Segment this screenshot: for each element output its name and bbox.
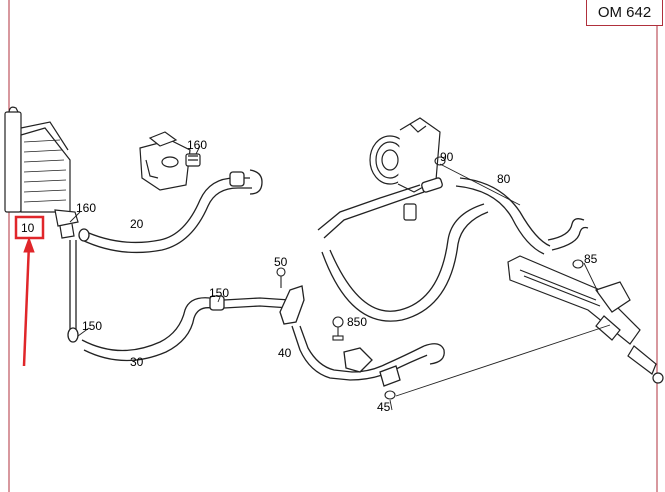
model-code-tag: OM 642	[586, 0, 663, 26]
leader-lines	[69, 145, 611, 411]
callout-10: 10	[21, 221, 35, 235]
callout-45: 45	[377, 400, 391, 414]
o-ring-90[interactable]	[434, 156, 446, 166]
callout-80: 80	[497, 172, 511, 186]
callout-160-top: 160	[187, 138, 207, 152]
screw-50[interactable]	[276, 267, 286, 288]
callout-150-left: 150	[82, 319, 102, 333]
o-ring-85[interactable]	[572, 259, 584, 269]
hose-20[interactable]	[78, 169, 263, 254]
callout-40: 40	[278, 346, 292, 360]
steering-pump[interactable]	[369, 117, 441, 221]
callout-850: 850	[347, 315, 367, 329]
o-ring-45[interactable]	[384, 390, 396, 400]
callout-160-left: 160	[76, 201, 96, 215]
callout-20: 20	[130, 217, 144, 231]
hose-30[interactable]	[67, 240, 291, 362]
callout-90: 90	[440, 150, 454, 164]
callout-85: 85	[584, 252, 598, 266]
highlight-arrow	[22, 236, 35, 367]
callout-50: 50	[274, 255, 288, 269]
callout-30: 30	[130, 355, 144, 369]
hose-40[interactable]	[279, 285, 445, 387]
hose-80[interactable]	[317, 177, 589, 322]
steering-gear[interactable]	[507, 255, 664, 384]
callout-150-mid: 150	[209, 286, 229, 300]
oil-cooler[interactable]	[4, 106, 79, 239]
bolt-850[interactable]	[332, 316, 344, 341]
clamp-160-top[interactable]	[185, 153, 201, 167]
reservoir[interactable]	[139, 131, 191, 191]
